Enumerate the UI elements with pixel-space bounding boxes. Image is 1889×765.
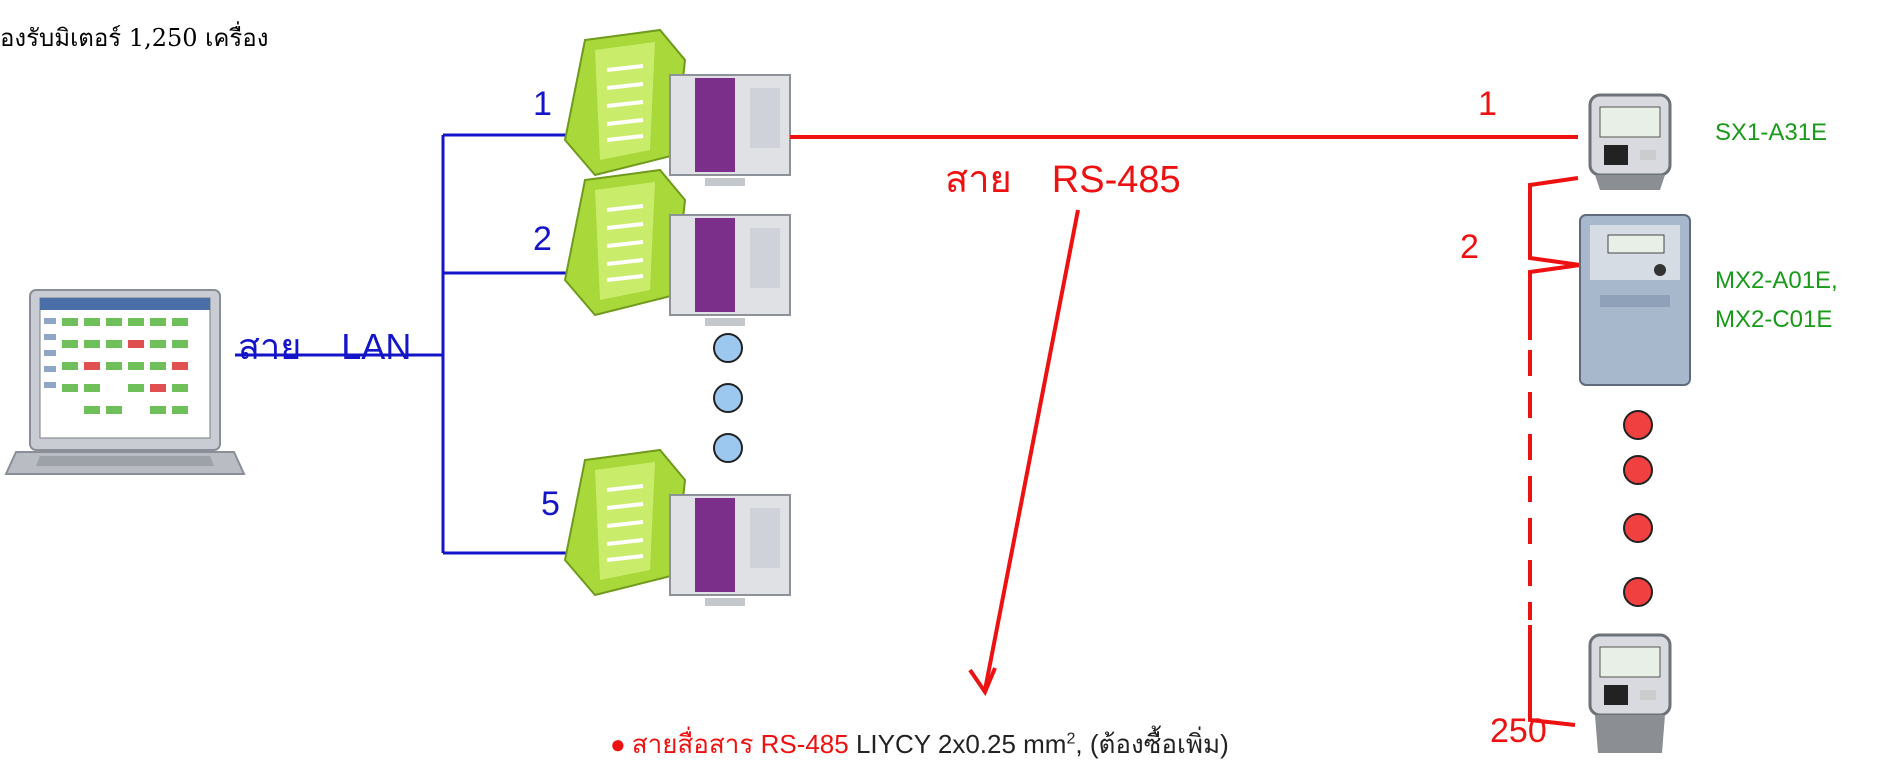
meter-ellipsis [1623,410,1653,607]
converter-ellipsis [713,333,743,463]
converter-unit-1 [563,28,791,186]
rs485-bus-bottom [1528,625,1576,727]
meter-250 [1588,633,1672,753]
lan-cable-name: LAN [341,326,412,367]
lan-cable-label: สาย LAN [238,318,411,375]
converter-label-5: 5 [541,485,560,523]
cable-note-superscript: 2 [1066,730,1076,748]
meter-model-2-line2: MX2-C01E [1715,306,1833,333]
meter-label-1: 1 [1478,85,1497,123]
rs485-bus-mid [1528,263,1581,340]
lan-cable-prefix: สาย [238,326,302,367]
cable-requirement-note: ●สายสื่อสาร RS-485 LIYCY 2x0.25 mm2, (ต้… [610,724,1229,765]
rs485-arrowhead [968,667,997,697]
cable-note-tail: , (ต้องซื้อเพิ่ม) [1075,729,1229,759]
meter-2 [1579,214,1691,386]
rs485-wiring [790,135,1581,727]
meter-label-2: 2 [1460,228,1479,266]
bullet-icon: ● [610,729,626,759]
converter-unit-2 [563,168,791,326]
rs485-cable-prefix: สาย [945,159,1012,201]
rs485-pointer-arrow [983,209,1080,691]
cable-note-spec: LIYCY 2x0.25 mm [855,729,1067,759]
laptop-icon [4,289,246,475]
cable-note-red: สายสื่อสาร RS-485 [631,729,849,759]
meter-1 [1588,93,1672,190]
meter-model-2-line1: MX2-A01E, [1715,267,1838,294]
meter-label-250: 250 [1490,712,1547,750]
rs485-cable-name: RS-485 [1051,159,1181,201]
meter-model-1: SX1-A31E [1715,119,1828,146]
converter-label-2: 2 [533,220,552,258]
rs485-cable-label: สาย RS-485 [945,148,1181,209]
rs485-bus-top [1528,176,1581,267]
converter-label-1: 1 [533,85,552,123]
capacity-note: องรับมิเตอร์ 1,250 เครื่อง [0,24,269,52]
converter-unit-5 [563,448,791,606]
